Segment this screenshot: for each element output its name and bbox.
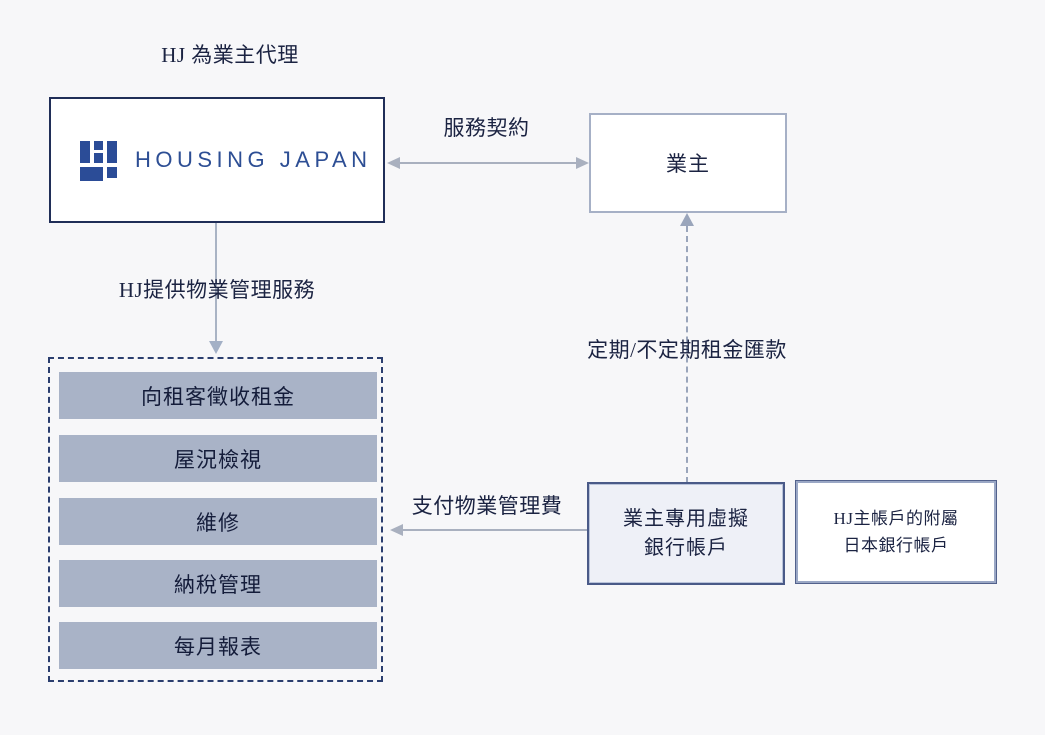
arrowhead-up-icon	[680, 213, 694, 226]
housing-japan-node: HOUSING JAPAN	[49, 97, 385, 223]
management-service-arrow-line	[215, 223, 217, 342]
management-fee-label: 支付物業管理費	[411, 494, 563, 518]
arrowhead-right-icon	[576, 157, 589, 169]
service-contract-label: 服務契約	[443, 116, 530, 140]
service-item-inspection: 屋況檢視	[59, 435, 377, 482]
virtual-account-node: 業主專用虛擬 銀行帳戶	[587, 482, 785, 585]
services-container	[48, 357, 383, 682]
owner-label: 業主	[666, 152, 710, 176]
remittance-arrow-line	[686, 226, 688, 483]
housing-japan-wordmark: HOUSING JAPAN	[135, 147, 372, 172]
owner-node: 業主	[589, 113, 787, 213]
service-contract-arrow-line	[398, 162, 576, 164]
management-fee-arrow-line	[402, 529, 587, 531]
virtual-account-line1: 業主專用虛擬	[623, 507, 749, 530]
management-service-label: HJ提供物業管理服務	[118, 278, 316, 302]
housing-japan-logo-icon	[76, 138, 121, 183]
affiliate-account-line1: HJ主帳戶的附屬	[833, 508, 959, 528]
service-item-rent-collection: 向租客徵收租金	[59, 372, 377, 419]
service-item-repairs: 維修	[59, 498, 377, 545]
affiliate-account-node: HJ主帳戶的附屬 日本銀行帳戶	[795, 480, 997, 584]
service-item-monthly-reports: 每月報表	[59, 622, 377, 669]
arrowhead-left-icon	[390, 524, 403, 536]
virtual-account-line2: 銀行帳戶	[644, 536, 728, 559]
arrowhead-down-icon	[209, 341, 223, 354]
arrowhead-left-icon	[387, 157, 400, 169]
remittance-label: 定期/不定期租金匯款	[587, 338, 787, 362]
agent-caption: HJ 為業主代理	[161, 43, 299, 67]
affiliate-account-line2: 日本銀行帳戶	[843, 536, 949, 555]
service-item-tax-management: 納稅管理	[59, 560, 377, 607]
